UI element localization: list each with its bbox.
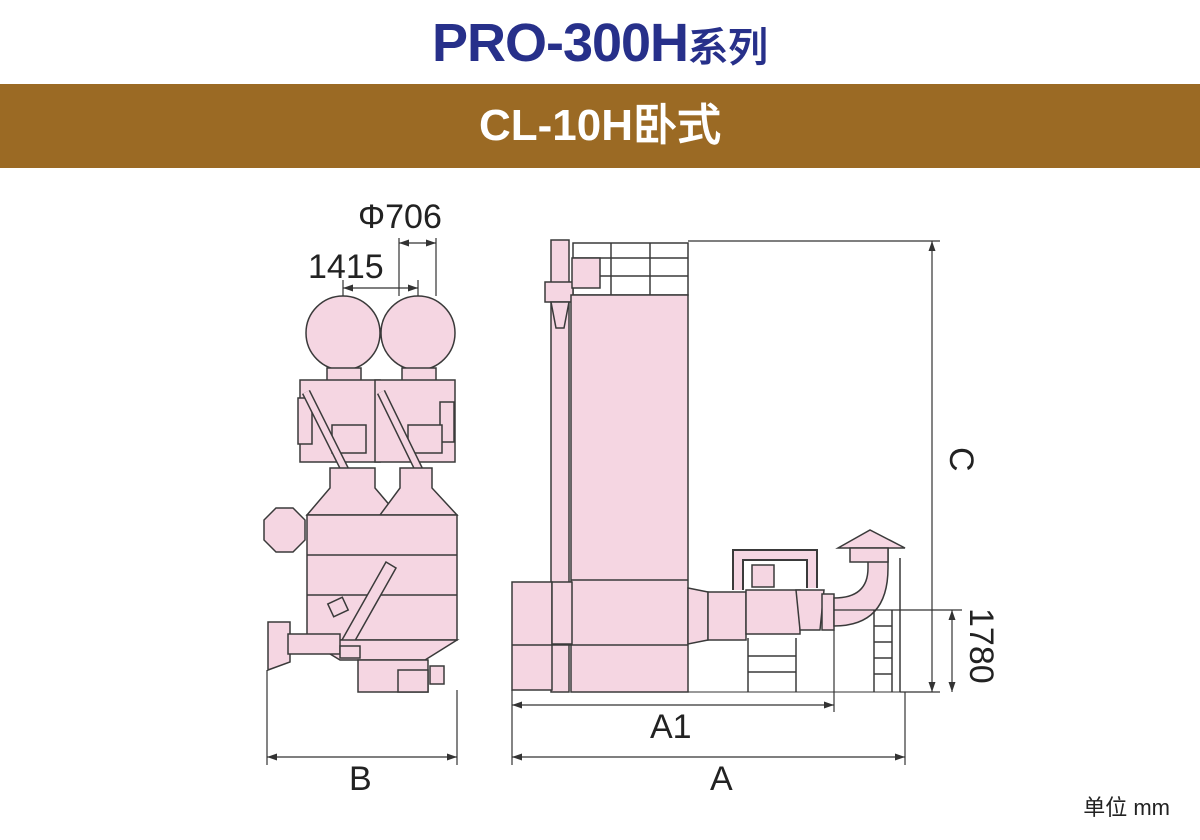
discharge-chute bbox=[267, 621, 291, 672]
model-name: PRO-300H bbox=[431, 13, 689, 73]
dim-b-label: B bbox=[349, 760, 372, 798]
chimney-cap bbox=[835, 529, 906, 549]
chimney-elbow bbox=[833, 547, 889, 627]
dim-diameter-label: Φ706 bbox=[358, 198, 442, 236]
heater-duct bbox=[687, 587, 709, 645]
series-suffix: 系列 bbox=[688, 26, 769, 70]
dim-1780-label: 1780 bbox=[962, 608, 1000, 684]
dim-c-label: C bbox=[942, 447, 980, 472]
unit-label: 单位 mm bbox=[1083, 795, 1170, 820]
ladder bbox=[873, 610, 893, 692]
dim-spacing-label: 1415 bbox=[308, 248, 384, 286]
side-view bbox=[511, 239, 906, 693]
burner-box bbox=[707, 591, 747, 641]
front-view bbox=[263, 295, 460, 693]
model-banner: CL-10H卧式 bbox=[0, 84, 1200, 168]
cyclone-left-sphere bbox=[305, 295, 381, 371]
dryer-tower bbox=[570, 294, 689, 693]
elevator-mast bbox=[550, 239, 570, 693]
series-title: PRO-300H系列 bbox=[0, 8, 1200, 78]
dim-a-label: A bbox=[710, 760, 733, 798]
cyclone-right-sphere bbox=[380, 295, 456, 371]
base-left-box bbox=[511, 581, 553, 691]
dim-a1-label: A1 bbox=[650, 708, 692, 746]
hopper-right bbox=[378, 467, 459, 516]
dimension-lines bbox=[266, 238, 962, 765]
side-fan-octagon bbox=[263, 507, 306, 553]
